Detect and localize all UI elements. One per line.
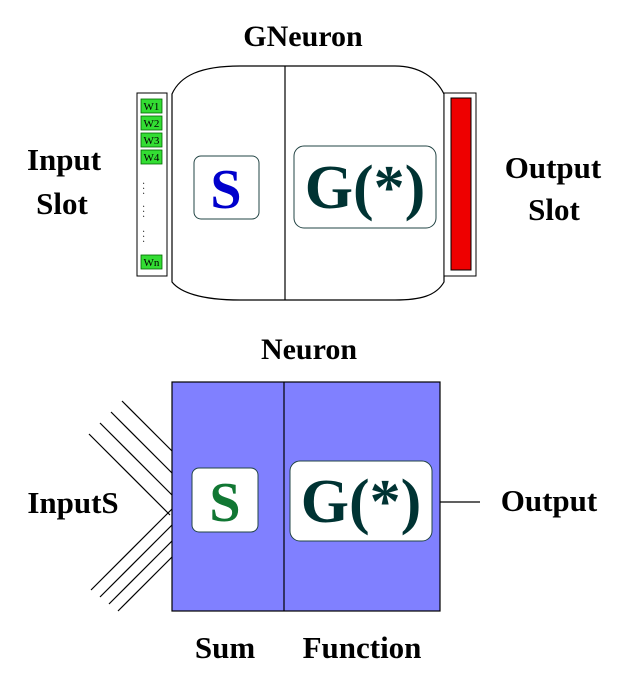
neuron-title: Neuron: [261, 333, 357, 366]
weight-cell-last: [140, 254, 163, 270]
neuron-function-label: G(*): [301, 468, 422, 536]
input-lines: [88, 400, 173, 612]
input-line: [108, 540, 173, 605]
inputs-label: InputS: [27, 485, 118, 520]
input-slot-weights: W1 W2 W3 W4: [140, 98, 163, 165]
weight-label: W2: [144, 118, 160, 130]
slot-ellipsis: . . .: [140, 182, 151, 195]
sum-caption: Sum: [195, 630, 255, 665]
weight-label: W4: [144, 152, 160, 164]
output-slot-bar: [450, 97, 472, 271]
input-line: [99, 422, 173, 496]
neuron-sum-box: [191, 467, 259, 533]
input-line: [117, 556, 173, 612]
neuron-sum-symbol: S: [209, 472, 240, 534]
weight-label: W1: [144, 101, 160, 113]
output-slot-label-line2: Slot: [528, 192, 580, 227]
input-line: [110, 411, 173, 474]
gneuron-function-box: [293, 145, 437, 229]
weight-cell: [140, 149, 163, 165]
slot-ellipsis: . . .: [140, 230, 151, 243]
gneuron-title: GNeuron: [243, 20, 363, 53]
weight-cell: [140, 132, 163, 148]
input-slot-label-line2: Slot: [36, 186, 88, 221]
output-label: Output: [501, 483, 598, 518]
input-slot-label-line1: Input: [27, 142, 102, 177]
weight-label: W3: [144, 135, 160, 147]
output-slot-label-line1: Output: [505, 150, 602, 185]
gneuron-sum-box: [193, 155, 260, 220]
input-line: [88, 433, 171, 516]
input-line: [121, 400, 173, 452]
weight-cell: [140, 98, 163, 114]
function-caption: Function: [303, 630, 422, 665]
input-line: [99, 524, 173, 598]
weight-label-last: Wn: [144, 257, 160, 269]
slot-ellipsis: . . .: [140, 205, 151, 218]
gneuron-sum-symbol: S: [210, 159, 241, 221]
neuron-function-box: [289, 460, 433, 542]
input-line: [90, 508, 173, 591]
gneuron-function-label: G(*): [305, 154, 426, 222]
weight-cell: [140, 115, 163, 131]
